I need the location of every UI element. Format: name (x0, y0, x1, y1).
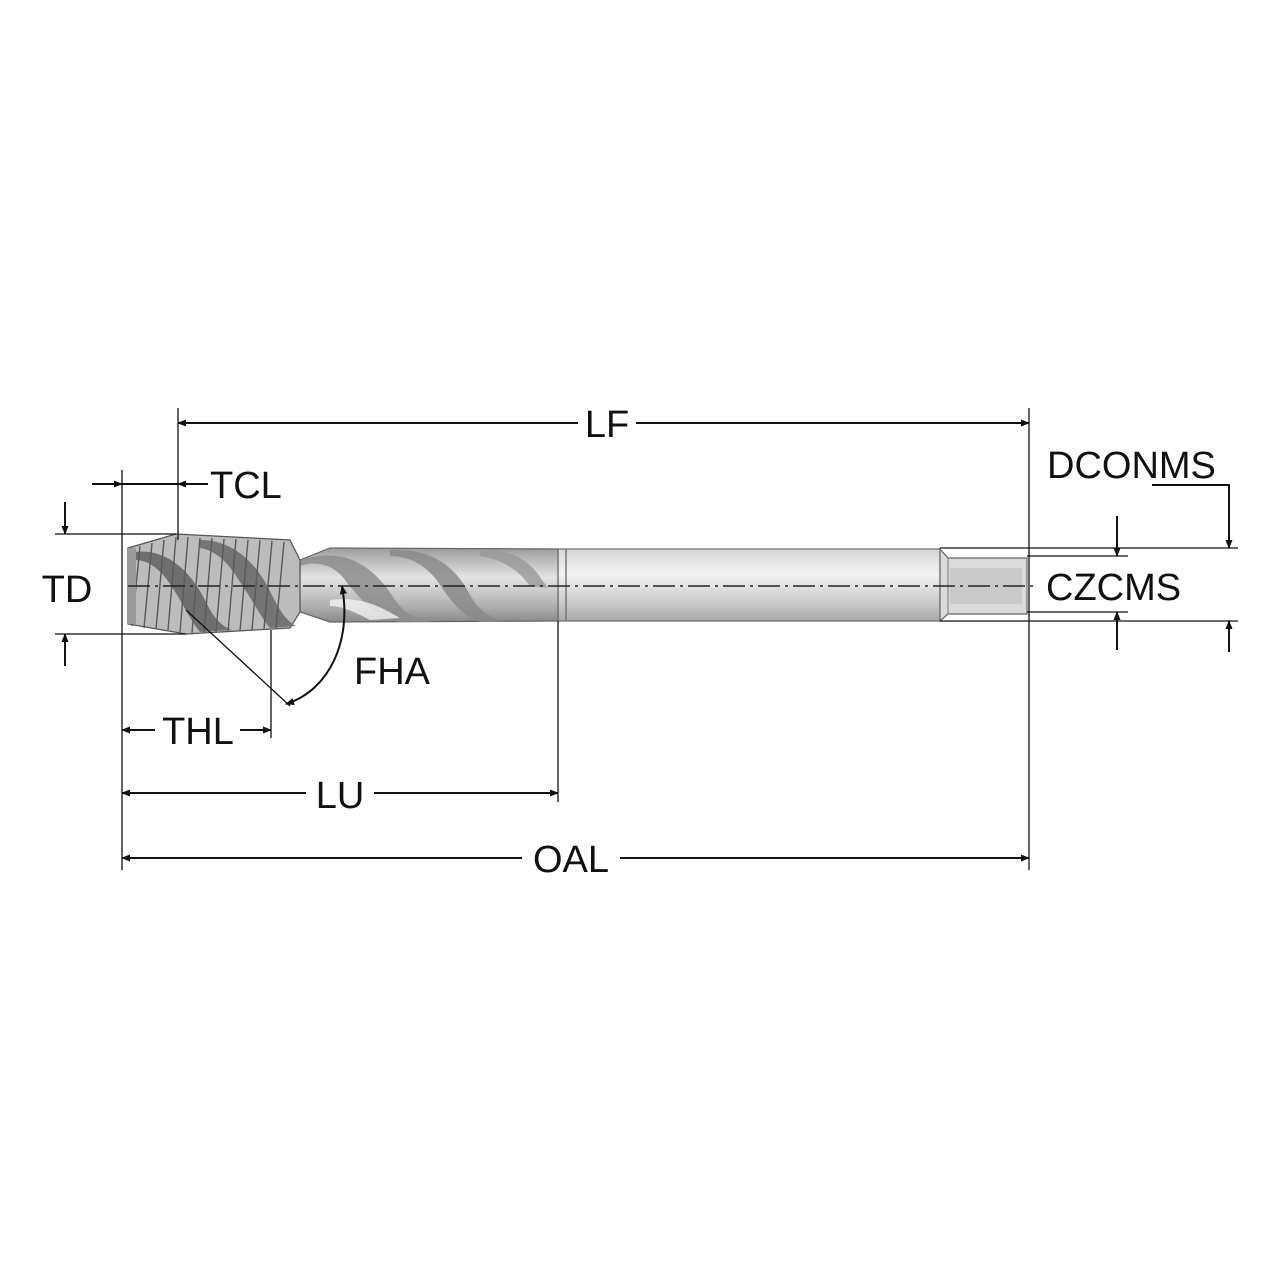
dimension-lu: LU (121, 775, 559, 817)
flute-highlight (330, 599, 400, 620)
label-lu: LU (316, 775, 365, 817)
label-td: TD (42, 569, 93, 611)
dimension-fha: FHA (185, 585, 431, 707)
thread-flute-2 (200, 540, 296, 628)
label-tcl: TCL (210, 465, 282, 507)
dimension-czcms: CZCMS (1046, 516, 1181, 650)
label-oal: OAL (533, 839, 609, 881)
spiral-tap (127, 533, 1028, 635)
dimension-tcl: TCL (92, 465, 282, 507)
tap-shank (557, 548, 941, 622)
label-fha: FHA (354, 651, 431, 693)
extension-lines (55, 408, 1238, 870)
label-thl: THL (162, 711, 234, 753)
dimension-td: TD (42, 502, 93, 666)
spiral-flute-1 (300, 555, 440, 622)
label-lf: LF (585, 404, 629, 446)
dimension-oal: OAL (121, 839, 1030, 881)
dimension-dconms: DCONMS (1047, 445, 1233, 652)
label-dconms: DCONMS (1047, 445, 1216, 487)
dimension-lf: LF (177, 404, 1030, 446)
dimension-thl: THL (121, 711, 272, 753)
label-czcms: CZCMS (1046, 567, 1181, 609)
spiral-flute-3 (480, 549, 548, 588)
